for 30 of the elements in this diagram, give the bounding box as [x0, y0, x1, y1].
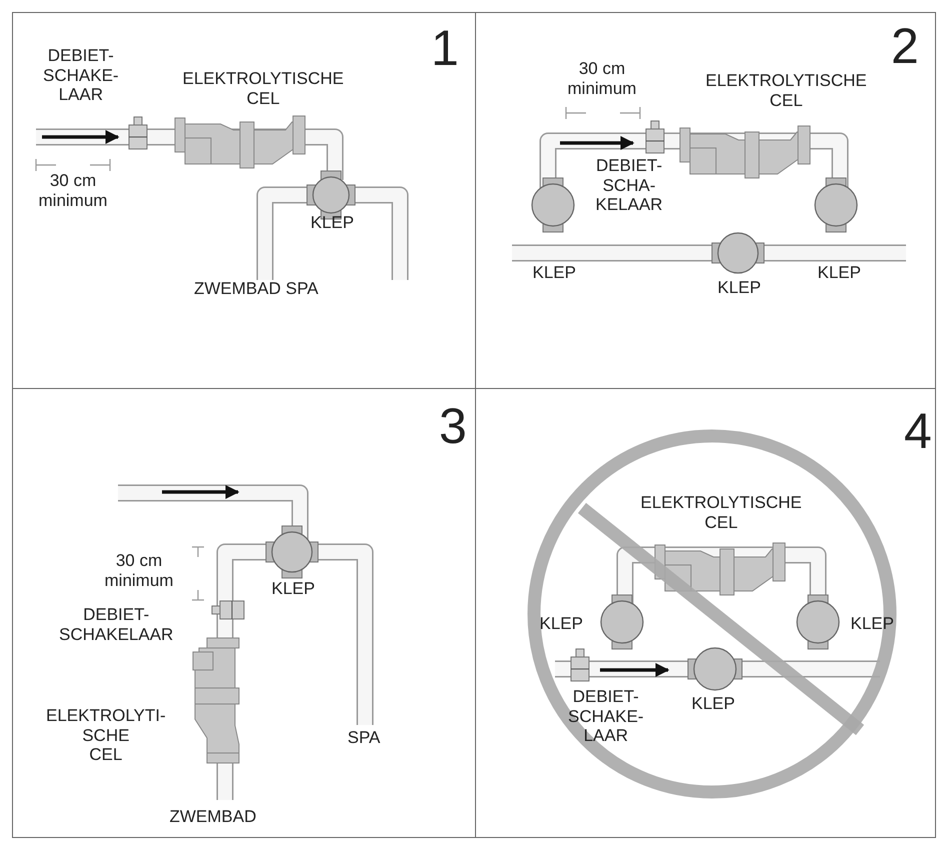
part-label: KLEP — [718, 278, 761, 298]
panel-frame — [12, 12, 476, 389]
part-label: DEBIET- SCHA- KELAAR — [596, 156, 663, 215]
part-label: DEBIET- SCHAKE- LAAR — [43, 46, 119, 105]
part-label: ELEKTROLYTISCHE CEL — [182, 69, 344, 108]
panel-number: 3 — [439, 401, 467, 451]
panel-number: 4 — [904, 406, 932, 456]
part-label: DEBIET- SCHAKELAAR — [59, 605, 174, 644]
panel-frame — [475, 12, 936, 389]
panel-number: 1 — [431, 23, 459, 73]
part-label: 30 cm minimum — [38, 171, 108, 210]
part-label: KLEP — [692, 694, 735, 714]
part-label: ZWEMBAD — [170, 807, 256, 827]
part-label: ZWEMBAD SPA — [194, 279, 318, 299]
part-label: 30 cm minimum — [104, 551, 174, 590]
part-label: KLEP — [532, 263, 576, 283]
panel-number: 2 — [891, 21, 919, 71]
part-label: KLEP — [310, 213, 354, 233]
part-label: SPA — [348, 728, 380, 748]
panel-frame — [12, 388, 476, 838]
part-label: DEBIET- SCHAKE- LAAR — [568, 687, 644, 746]
part-label: ELEKTROLYTI- SCHE CEL — [46, 706, 166, 765]
part-label: KLEP — [272, 579, 315, 599]
part-label: 30 cm minimum — [568, 59, 636, 98]
part-label: KLEP — [818, 263, 861, 283]
part-label: ELEKTROLYTISCHE CEL — [706, 71, 867, 110]
part-label: KLEP — [540, 614, 583, 634]
part-label: KLEP — [850, 614, 894, 634]
part-label: ELEKTROLYTISCHE CEL — [640, 493, 802, 532]
panel-frame — [475, 388, 936, 838]
